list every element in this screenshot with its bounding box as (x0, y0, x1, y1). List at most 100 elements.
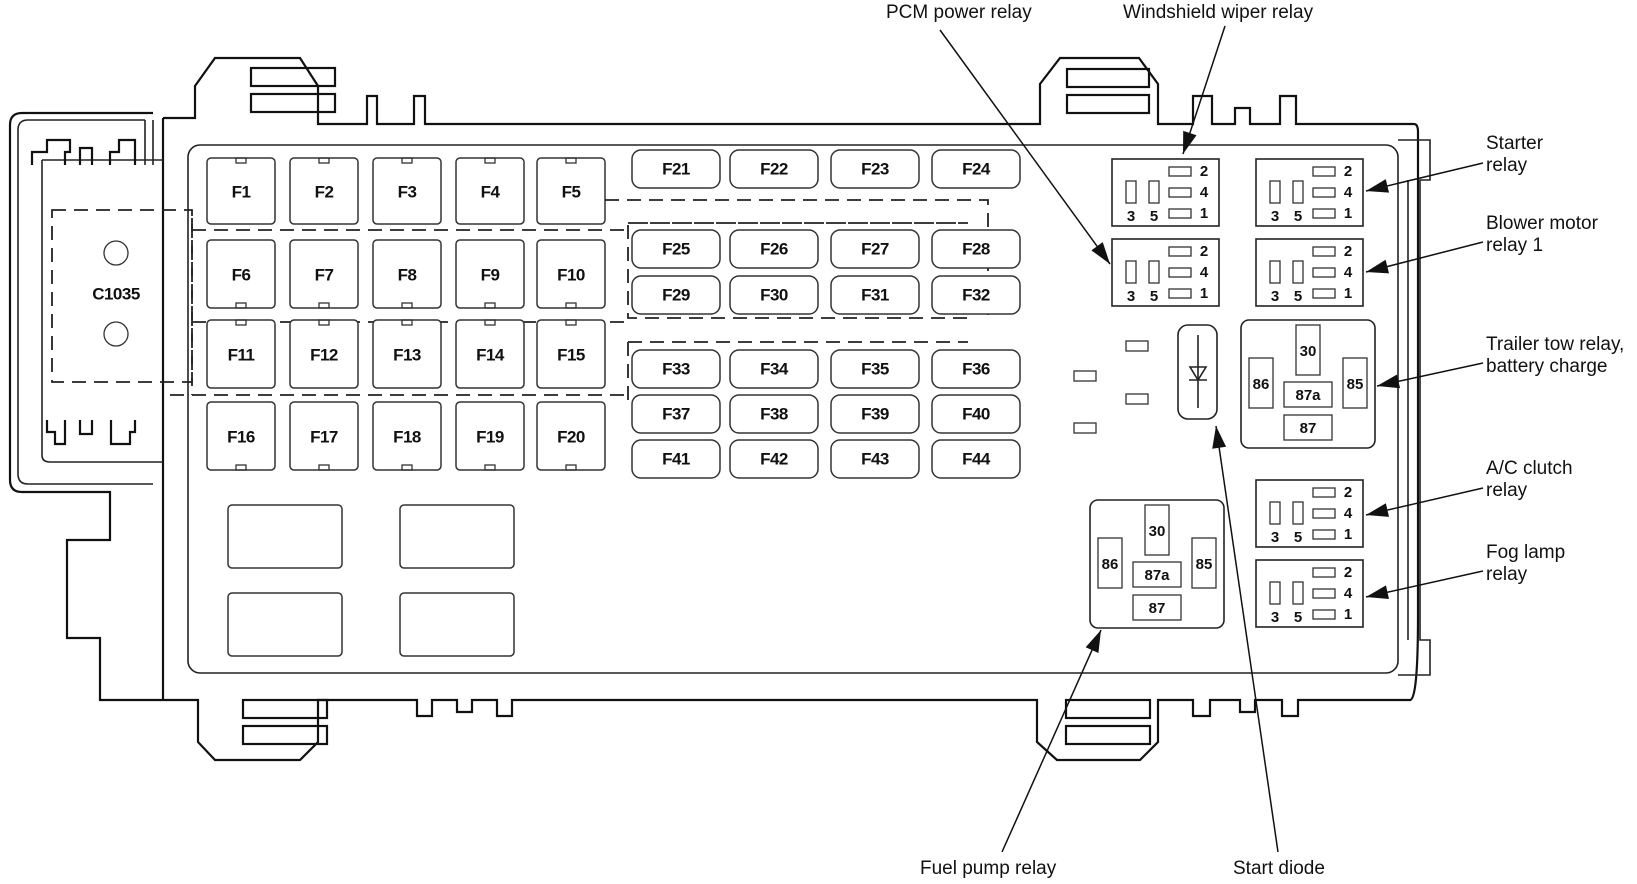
fuse-slot[interactable]: F8 (372, 239, 442, 309)
mini-fuse-slot[interactable]: F34 (729, 349, 819, 389)
pin-label: 2 (1200, 163, 1208, 180)
mini-fuse-slot[interactable]: F31 (830, 275, 920, 315)
mini-fuse-slot[interactable]: F37 (631, 394, 721, 434)
fuse-slot[interactable]: F4 (455, 157, 525, 225)
fuse-label: F29 (662, 285, 690, 304)
fuse-label: F22 (760, 159, 788, 178)
pin-slot (1148, 180, 1160, 204)
mini-fuse-slot[interactable]: F32 (931, 275, 1021, 315)
connector-pin-hole (103, 240, 129, 266)
mini-fuse-slot[interactable]: F38 (729, 394, 819, 434)
fuse-slot[interactable]: F1 (206, 157, 276, 225)
fuse-slot[interactable]: F6 (206, 239, 276, 309)
pin-slot (1168, 208, 1192, 219)
fuse-slot[interactable]: F2 (289, 157, 359, 225)
pin-slot (1269, 180, 1281, 204)
fuse-slot[interactable]: F10 (536, 239, 606, 309)
fuse-label: F39 (861, 404, 889, 423)
fuse-slot[interactable]: F17 (289, 401, 359, 471)
pin-slot (1125, 260, 1137, 284)
label-blower-motor-relay-1: Blower motor (1486, 213, 1599, 234)
fuse-slot[interactable]: F20 (536, 401, 606, 471)
fuse-label: F37 (662, 404, 690, 423)
mini-fuse-slot[interactable]: F30 (729, 275, 819, 315)
mini-fuse-slot[interactable]: F42 (729, 439, 819, 479)
fuse-label: F18 (393, 427, 421, 446)
connector-housing: C1035 (8, 111, 630, 702)
fuse-slot[interactable]: F15 (536, 319, 606, 389)
pin-label: 2 (1344, 564, 1352, 581)
fuse-slot[interactable]: F9 (455, 239, 525, 309)
fuse-label: F11 (228, 345, 255, 364)
housing-outline (161, 56, 1431, 762)
pin-slot (1312, 288, 1336, 299)
spare-slot (227, 592, 343, 657)
mini-fuse-slot[interactable]: F36 (931, 349, 1021, 389)
spare-slot (227, 504, 343, 569)
arrowhead-icon (1085, 630, 1101, 653)
label-fuel-pump-relay: Fuel pump relay (920, 858, 1057, 879)
pin-label: 87 (1149, 600, 1166, 617)
fuse-notch (484, 464, 496, 471)
mini-fuse-slot[interactable]: F39 (830, 394, 920, 434)
mini-fuse-slot[interactable]: F27 (830, 229, 920, 269)
label-starter-relay-1: Starter (1486, 133, 1544, 154)
fuse-notch (484, 157, 496, 164)
pin-slot (1312, 588, 1336, 599)
start-diode[interactable] (1177, 324, 1218, 420)
fuse-label: F9 (481, 265, 500, 284)
mini-fuse-slot[interactable]: F41 (631, 439, 721, 479)
fuse-notch (401, 464, 413, 471)
pin-label: 4 (1200, 264, 1209, 281)
mini-fuse-slot[interactable]: F43 (830, 439, 920, 479)
fuse-notch (318, 302, 330, 309)
fuse-label: F25 (662, 239, 690, 258)
mini-fuse-slot[interactable]: F44 (931, 439, 1021, 479)
pin-label: 3 (1127, 208, 1135, 225)
mini-fuse-slot[interactable]: F26 (729, 229, 819, 269)
pin-label: 4 (1200, 184, 1209, 201)
pin-label: 5 (1150, 208, 1158, 225)
fuse-slot[interactable]: F19 (455, 401, 525, 471)
pin-slot (1312, 529, 1336, 540)
mini-fuse-slot[interactable]: F35 (830, 349, 920, 389)
fuse-slot[interactable]: F5 (536, 157, 606, 225)
fuse-slot[interactable]: F13 (372, 319, 442, 389)
mini-fuse-slot[interactable]: F23 (830, 149, 920, 189)
mini-fuse-slot[interactable]: F21 (631, 149, 721, 189)
fuse-slot[interactable]: F7 (289, 239, 359, 309)
fuse-slot[interactable]: F11 (206, 319, 276, 389)
fuse-slot[interactable]: F14 (455, 319, 525, 389)
fuse-label: F26 (760, 239, 788, 258)
pin-slot (1312, 208, 1336, 219)
pin-slot (1269, 260, 1281, 284)
pin-slot (1168, 288, 1192, 299)
mini-fuse-slot[interactable]: F29 (631, 275, 721, 315)
pin-label: 2 (1344, 484, 1352, 501)
fuse-slot[interactable]: F3 (372, 157, 442, 225)
pin-slot (1312, 567, 1336, 578)
mini-fuse-slot[interactable]: F25 (631, 229, 721, 269)
arrowhead-icon (1366, 503, 1390, 517)
fuse-label: F12 (310, 345, 338, 364)
pin-label: 5 (1294, 208, 1302, 225)
mini-fuse-slot[interactable]: F40 (931, 394, 1021, 434)
fuse-slot[interactable]: F12 (289, 319, 359, 389)
fuse-slot[interactable]: F18 (372, 401, 442, 471)
arrowhead-icon (1366, 585, 1389, 600)
fuse-slot[interactable]: F16 (206, 401, 276, 471)
mini-fuse-slot[interactable]: F24 (931, 149, 1021, 189)
arrowhead-icon (1366, 259, 1390, 274)
mini-fuse-slot[interactable]: F33 (631, 349, 721, 389)
mini-fuse-slot[interactable]: F22 (729, 149, 819, 189)
mini-fuse-slot[interactable]: F28 (931, 229, 1021, 269)
